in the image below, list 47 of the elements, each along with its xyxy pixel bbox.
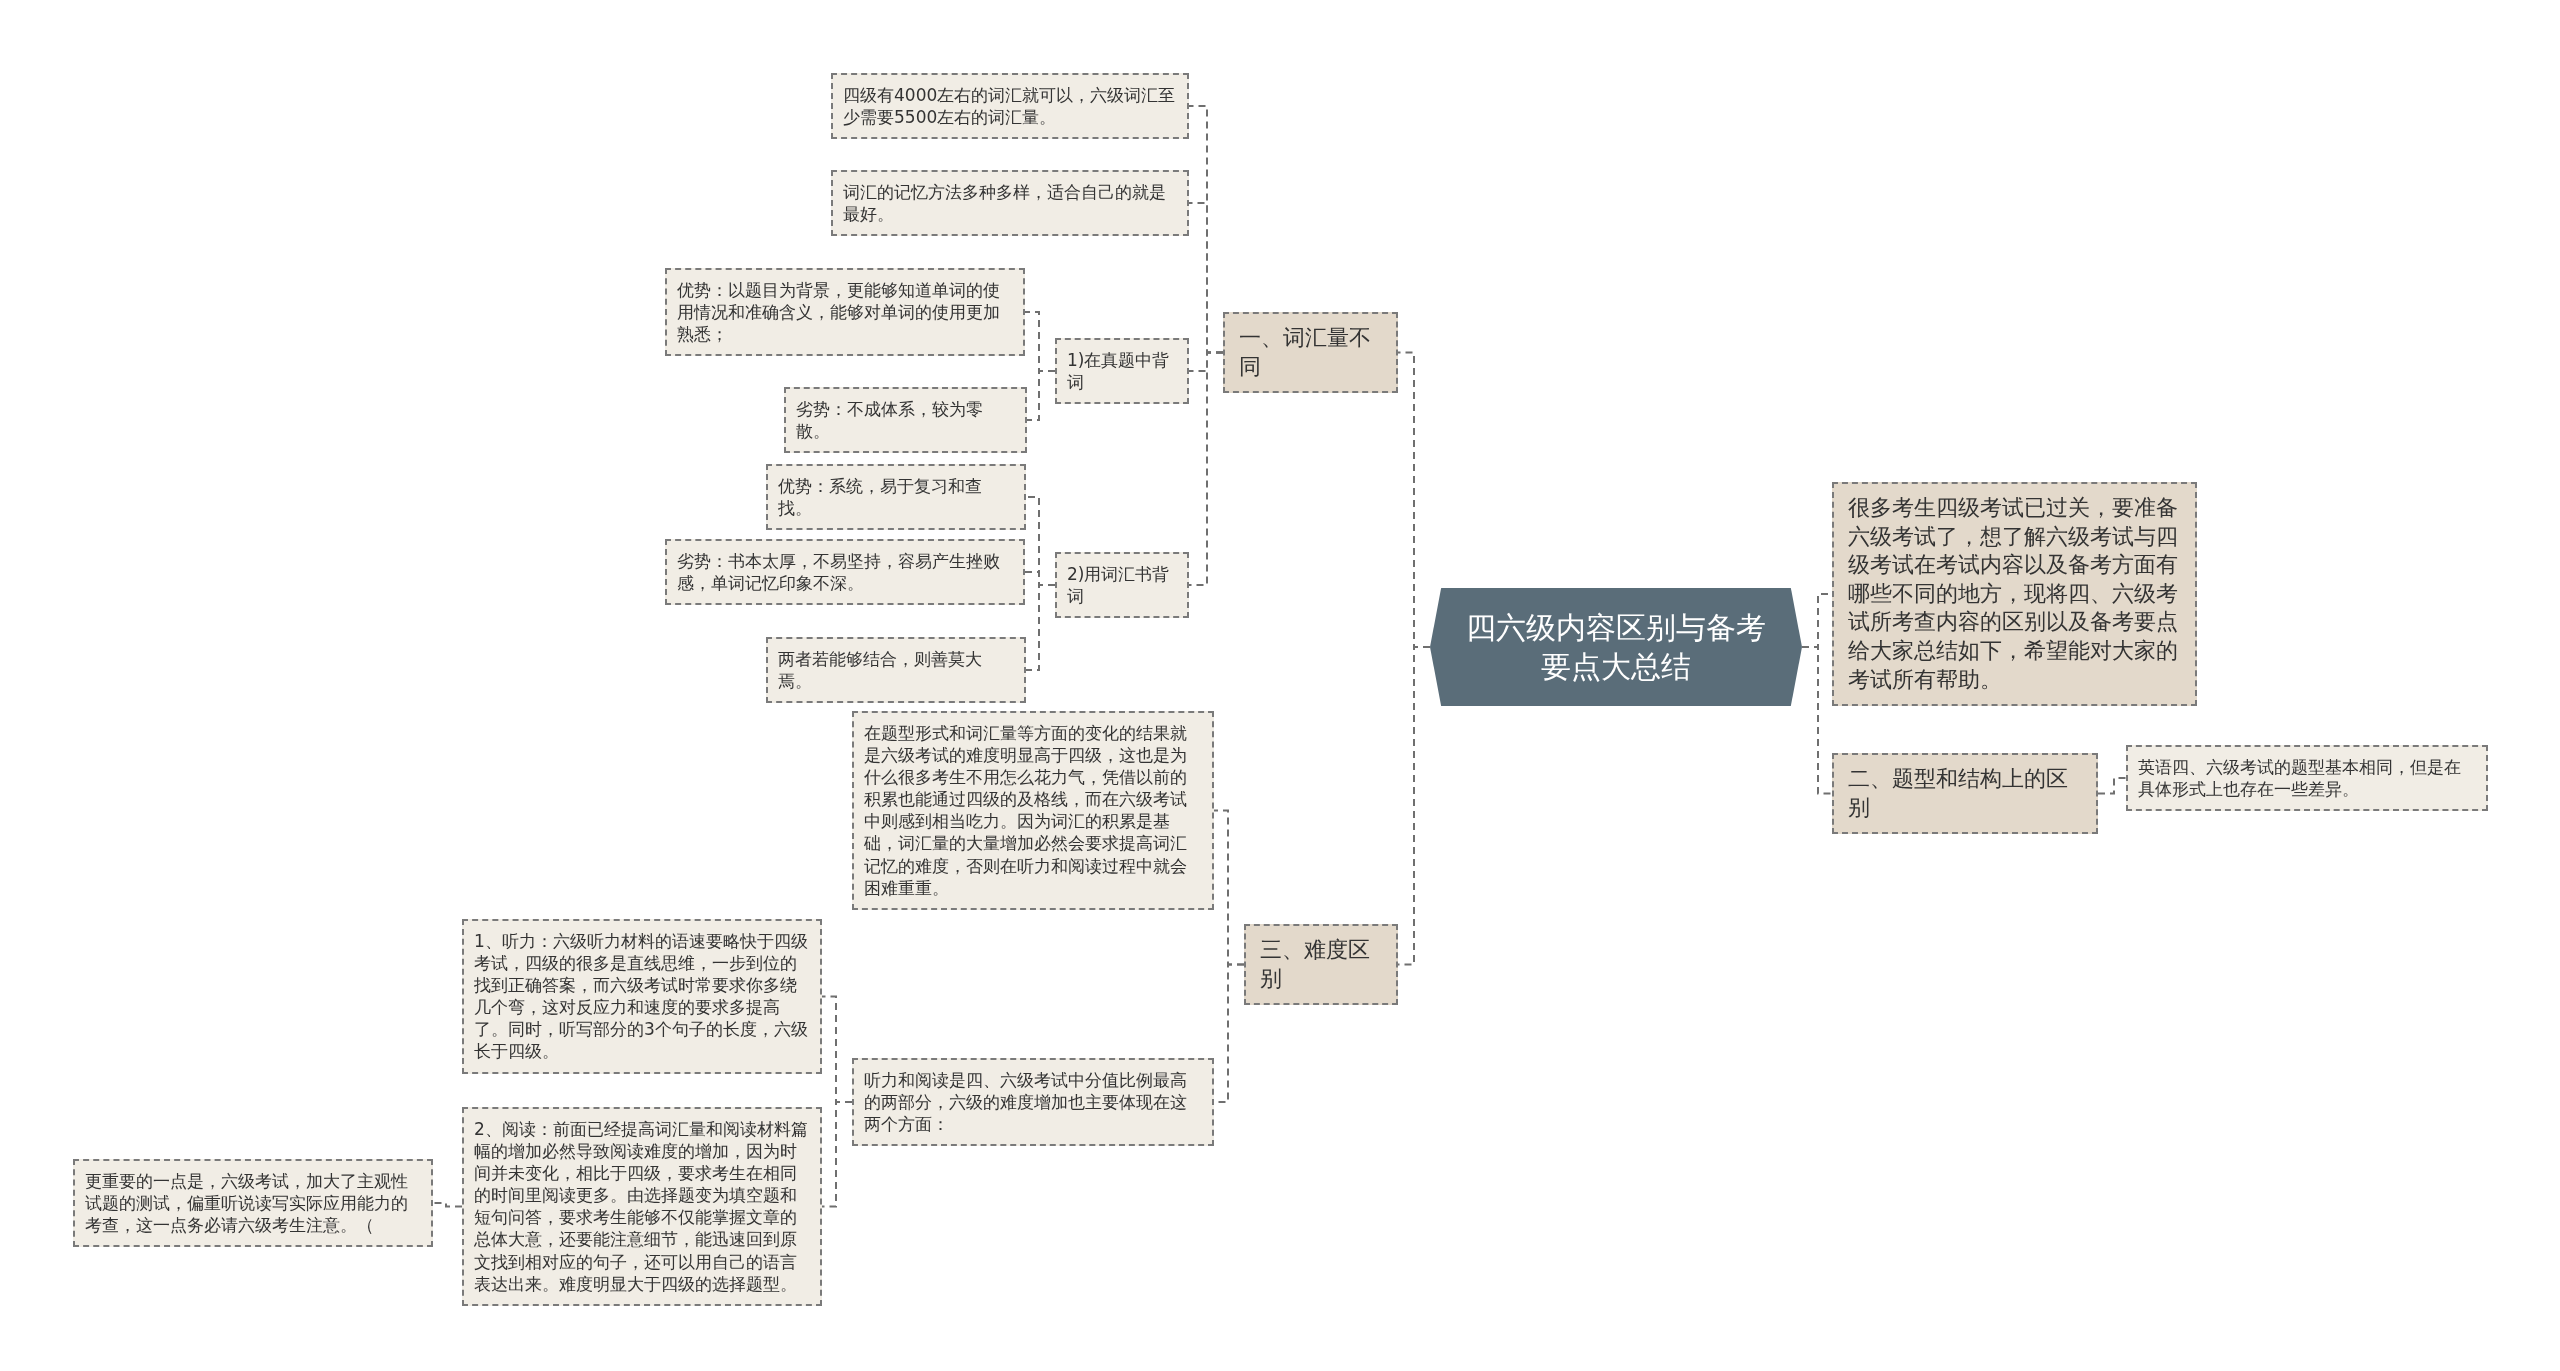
subtopic-box [665, 539, 1025, 606]
node-text: 很多考生四级考试已过关，要准备六级考试了，想了解六级考试与四级考试在考试内容以及备考方面有哪些不同的地方，现将四、六级考试所考查内容的区别以及备考要点给大家总结如下，希望能对大家的考试所有帮助。 [1848, 494, 2179, 694]
branch-topic-box [1244, 924, 1398, 1006]
subtopic-box [831, 73, 1189, 140]
node-text: 2)用词汇书背词 [1067, 563, 1171, 608]
subtopic-box [1055, 338, 1189, 405]
connector-line [1025, 584, 1056, 671]
subtopic-box [831, 170, 1189, 237]
node-text: 一、词汇量不同 [1239, 324, 1372, 381]
subtopic-box [852, 711, 1214, 910]
node-text: 劣势：不成体系，较为零散。 [796, 398, 984, 443]
subtopic-box [784, 387, 1027, 454]
node-text: 二、题型和结构上的区别 [1848, 765, 2069, 822]
node-text: 四六级内容区别与备考要点大总结 [1465, 609, 1767, 686]
node-text: 在题型形式和词汇量等方面的变化的结果就是六级考试的难度明显高于四级，这也是为什么很多考生不用怎么花力气，凭借以前的积累也能通过四级的及格线，而在六级考试中则感到相当吃力。因为词汇的积累是基础，词汇量的大量增加必然会要求提高词汇记忆的难度，否则在听力和阅读过程中就会困难重重。 [864, 722, 1188, 899]
subtopic-box [665, 268, 1025, 357]
node-text: 英语四、六级考试的题型基本相同，但是在具体形式上也存在一些差异。 [2138, 756, 2462, 801]
node-text: 优势：系统，易于复习和查找。 [778, 475, 983, 520]
central-topic-hexagon [1430, 588, 1802, 706]
node-text: 1、听力：六级听力材料的语速要略快于四级考试，四级的很多是直线思维，一步到位的找到正确答案，而六级考试时常要求你多绕几个弯，这对反应力和速度的要求多提高了。同时，听写部分的3个句子的长度，六级长于四级。 [474, 930, 809, 1063]
node-text: 四级有4000左右的词汇就可以，六级词汇至少需要5500左右的词汇量。 [843, 84, 1177, 129]
node-text: 劣势：书本太厚，不易坚持，容易产生挫败感，单词记忆印象不深。 [677, 550, 1001, 595]
connector-line [1026, 370, 1056, 421]
node-text: 三、难度区别 [1260, 936, 1371, 993]
branch-topic-box [1832, 753, 2098, 835]
connector-line [2097, 777, 2127, 795]
subtopic-box [73, 1159, 433, 1248]
node-text: 两者若能够结合，则善莫大焉。 [778, 648, 983, 693]
subtopic-box [852, 1058, 1214, 1147]
subtopic-box [766, 637, 1026, 704]
connector-line [821, 1101, 853, 1208]
node-text: 词汇的记忆方法多种多样，适合自己的就是最好。 [843, 181, 1167, 226]
node-text: 更重要的一点是，六级考试，加大了主观性试题的测试，偏重听说读写实际应用能力的考查，这一点务必请六级考生注意。（ [85, 1170, 409, 1237]
connector-line [1188, 351, 1224, 586]
subtopic-box [1055, 552, 1189, 619]
node-text: 1)在真题中背词 [1067, 349, 1171, 394]
node-text: 优势：以题目为背景，更能够知道单词的使用情况和准确含义，能够对单词的使用更加熟悉； [677, 279, 1001, 346]
subtopic-box [2126, 745, 2488, 812]
connector-line [1801, 646, 1833, 795]
node-text: 2、阅读：前面已经提高词汇量和阅读材料篇幅的增加必然导致阅读难度的增加，因为时间并未变化，相比于四级，要求考生在相同的时间里阅读更多。由选择题变为填空题和短句问答，要求考生能够不仅能掌握文章的总体大意，还要能注意细节，能迅速回到原文找到相对应的句子，还可以用自己的语言表达出来。难度明显大于四级的选择题型。 [474, 1118, 809, 1295]
subtopic-box [766, 464, 1026, 531]
subtopic-box [462, 919, 822, 1074]
branch-topic-box [1223, 312, 1398, 394]
branch-topic-box [1832, 482, 2197, 707]
connector-line [432, 1202, 463, 1208]
node-text: 听力和阅读是四、六级考试中分值比例最高的两部分，六级的难度增加也主要体现在这两个方面： [864, 1069, 1188, 1136]
subtopic-box [462, 1107, 822, 1306]
